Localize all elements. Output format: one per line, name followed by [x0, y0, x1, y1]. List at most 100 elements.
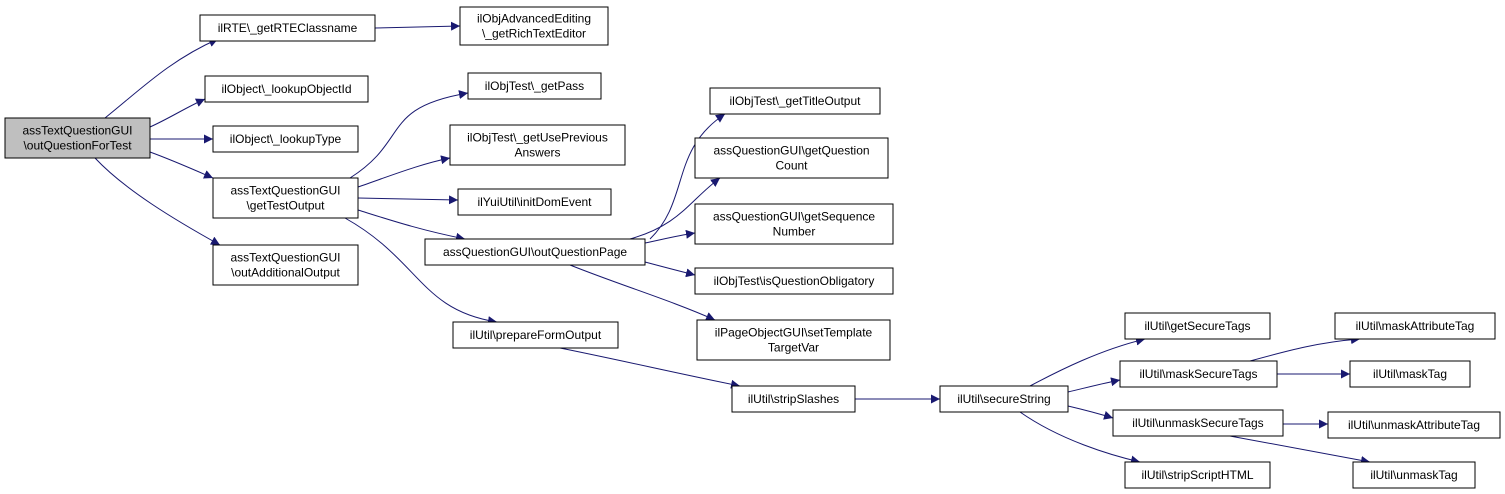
edge-arrow — [1229, 435, 1371, 465]
node-box — [4, 117, 151, 159]
node-label: ilUtil\unmaskAttributeTag — [1348, 418, 1480, 432]
edge-arrow — [559, 347, 741, 389]
edge-securestring-to-getsecuretags — [1029, 336, 1146, 387]
node-outqpage[interactable]: assQuestionGUI\outQuestionPage — [424, 238, 646, 266]
edge-outqpage-to-obligatory — [644, 261, 696, 278]
node-box — [1112, 409, 1284, 437]
node-box — [457, 188, 612, 216]
node-box — [1119, 360, 1278, 388]
node-box — [204, 75, 369, 103]
node-prepform[interactable]: ilUtil\prepareFormOutput — [452, 321, 619, 349]
node-label: ilObjAdvancedEditing — [477, 12, 591, 26]
edge-gettestoutput-to-prepform — [344, 217, 498, 326]
node-label: \_getRichTextEditor — [482, 27, 586, 41]
node-lookuptype[interactable]: ilObject\_lookupType — [212, 125, 359, 153]
node-masktag[interactable]: ilUtil\maskTag — [1349, 360, 1471, 388]
node-label: ilUtil\secureString — [957, 392, 1050, 406]
node-label: ilObjTest\_getTitleOutput — [730, 94, 862, 108]
edge-outqpage-to-seqnum — [644, 229, 696, 244]
node-stripscript[interactable]: ilUtil\stripScriptHTML — [1124, 461, 1271, 489]
node-lookupid[interactable]: ilObject\_lookupObjectId — [204, 75, 369, 103]
edges-layer — [94, 21, 1371, 465]
edge-arrow — [1067, 377, 1121, 393]
node-masksecure[interactable]: ilUtil\maskSecureTags — [1119, 360, 1278, 388]
node-box — [1124, 312, 1271, 340]
edge-arrow — [1029, 336, 1146, 387]
edge-arrow — [94, 157, 221, 246]
edge-arrow — [629, 177, 721, 240]
node-box — [939, 385, 1069, 413]
node-box — [694, 267, 894, 295]
node-box — [467, 72, 602, 100]
node-label: ilObjTest\_getUsePrevious — [467, 131, 608, 145]
node-box — [199, 14, 376, 42]
node-box — [449, 124, 626, 166]
edge-arrow — [569, 264, 716, 321]
edge-gettestoutput-to-getpass — [349, 90, 469, 179]
node-label: ilObjTest\isQuestionObligatory — [714, 274, 875, 288]
node-label: ilObject\_lookupObjectId — [221, 82, 351, 96]
node-box — [1349, 360, 1471, 388]
node-label: ilObject\_lookupType — [230, 132, 342, 146]
node-label: ilPageObjectGUI\setTemplate — [715, 326, 873, 340]
edge-arrow — [1019, 411, 1141, 465]
edge-arrow — [644, 261, 696, 278]
node-root[interactable]: assTextQuestionGUI\outQuestionForTest — [4, 117, 151, 159]
node-box — [212, 244, 359, 286]
node-box — [424, 238, 646, 266]
edge-arrow — [344, 217, 498, 326]
edge-arrow — [374, 21, 461, 31]
edge-masksecure-to-maskattr — [1249, 335, 1361, 362]
node-label: assQuestionGUI\getSequence — [713, 210, 875, 224]
node-label: ilYuiUtil\initDomEvent — [477, 195, 592, 209]
node-getsecuretags[interactable]: ilUtil\getSecureTags — [1124, 312, 1271, 340]
node-label: assQuestionGUI\getQuestion — [713, 144, 869, 158]
node-getpass[interactable]: ilObjTest\_getPass — [467, 72, 602, 100]
node-stripslashes[interactable]: ilUtil\stripSlashes — [731, 385, 856, 413]
node-box — [212, 177, 359, 219]
node-unmaskattr[interactable]: ilUtil\unmaskAttributeTag — [1327, 411, 1501, 439]
node-label: ilRTE\_getRTEClassname — [218, 21, 358, 35]
edge-arrow — [649, 113, 726, 240]
node-box — [1327, 411, 1501, 439]
node-label: \outQuestionForTest — [23, 139, 132, 153]
edge-gettestoutput-to-useprev — [357, 155, 451, 188]
node-label: \outAdditionalOutput — [231, 266, 340, 280]
node-box — [452, 321, 619, 349]
node-box — [694, 137, 889, 179]
edge-securestring-to-stripscript — [1019, 411, 1141, 465]
node-maskattr[interactable]: ilUtil\maskAttributeTag — [1334, 312, 1496, 340]
node-objadv[interactable]: ilObjAdvancedEditing\_getRichTextEditor — [459, 6, 609, 46]
edge-arrow — [149, 151, 214, 179]
node-label: ilUtil\getSecureTags — [1144, 319, 1250, 333]
edge-arrow — [349, 90, 469, 179]
node-securestring[interactable]: ilUtil\secureString — [939, 385, 1069, 413]
node-box — [731, 385, 856, 413]
node-label: assTextQuestionGUI — [230, 251, 340, 265]
edge-root-to-rte — [104, 38, 219, 119]
node-label: ilUtil\prepareFormOutput — [470, 328, 602, 342]
node-label: ilUtil\unmaskTag — [1370, 468, 1457, 482]
edge-arrow — [644, 229, 696, 244]
edge-arrow — [357, 155, 451, 188]
node-box — [696, 319, 891, 361]
node-outadd[interactable]: assTextQuestionGUI\outAdditionalOutput — [212, 244, 359, 286]
edge-outqpage-to-titleout — [649, 113, 726, 240]
node-obligatory[interactable]: ilObjTest\isQuestionObligatory — [694, 267, 894, 295]
edge-rte-to-objadv — [374, 21, 461, 31]
node-yui[interactable]: ilYuiUtil\initDomEvent — [457, 188, 612, 216]
edge-gettestoutput-to-outqpage — [357, 209, 466, 242]
node-unmasktag[interactable]: ilUtil\unmaskTag — [1352, 461, 1476, 489]
edge-arrow — [149, 98, 206, 128]
node-label: ilUtil\stripScriptHTML — [1141, 468, 1253, 482]
node-unmasksecure[interactable]: ilUtil\unmaskSecureTags — [1112, 409, 1284, 437]
node-gettestoutput[interactable]: assTextQuestionGUI\getTestOutput — [212, 177, 359, 219]
node-titleout[interactable]: ilObjTest\_getTitleOutput — [709, 87, 881, 115]
node-rte[interactable]: ilRTE\_getRTEClassname — [199, 14, 376, 42]
edge-arrow — [104, 38, 219, 119]
